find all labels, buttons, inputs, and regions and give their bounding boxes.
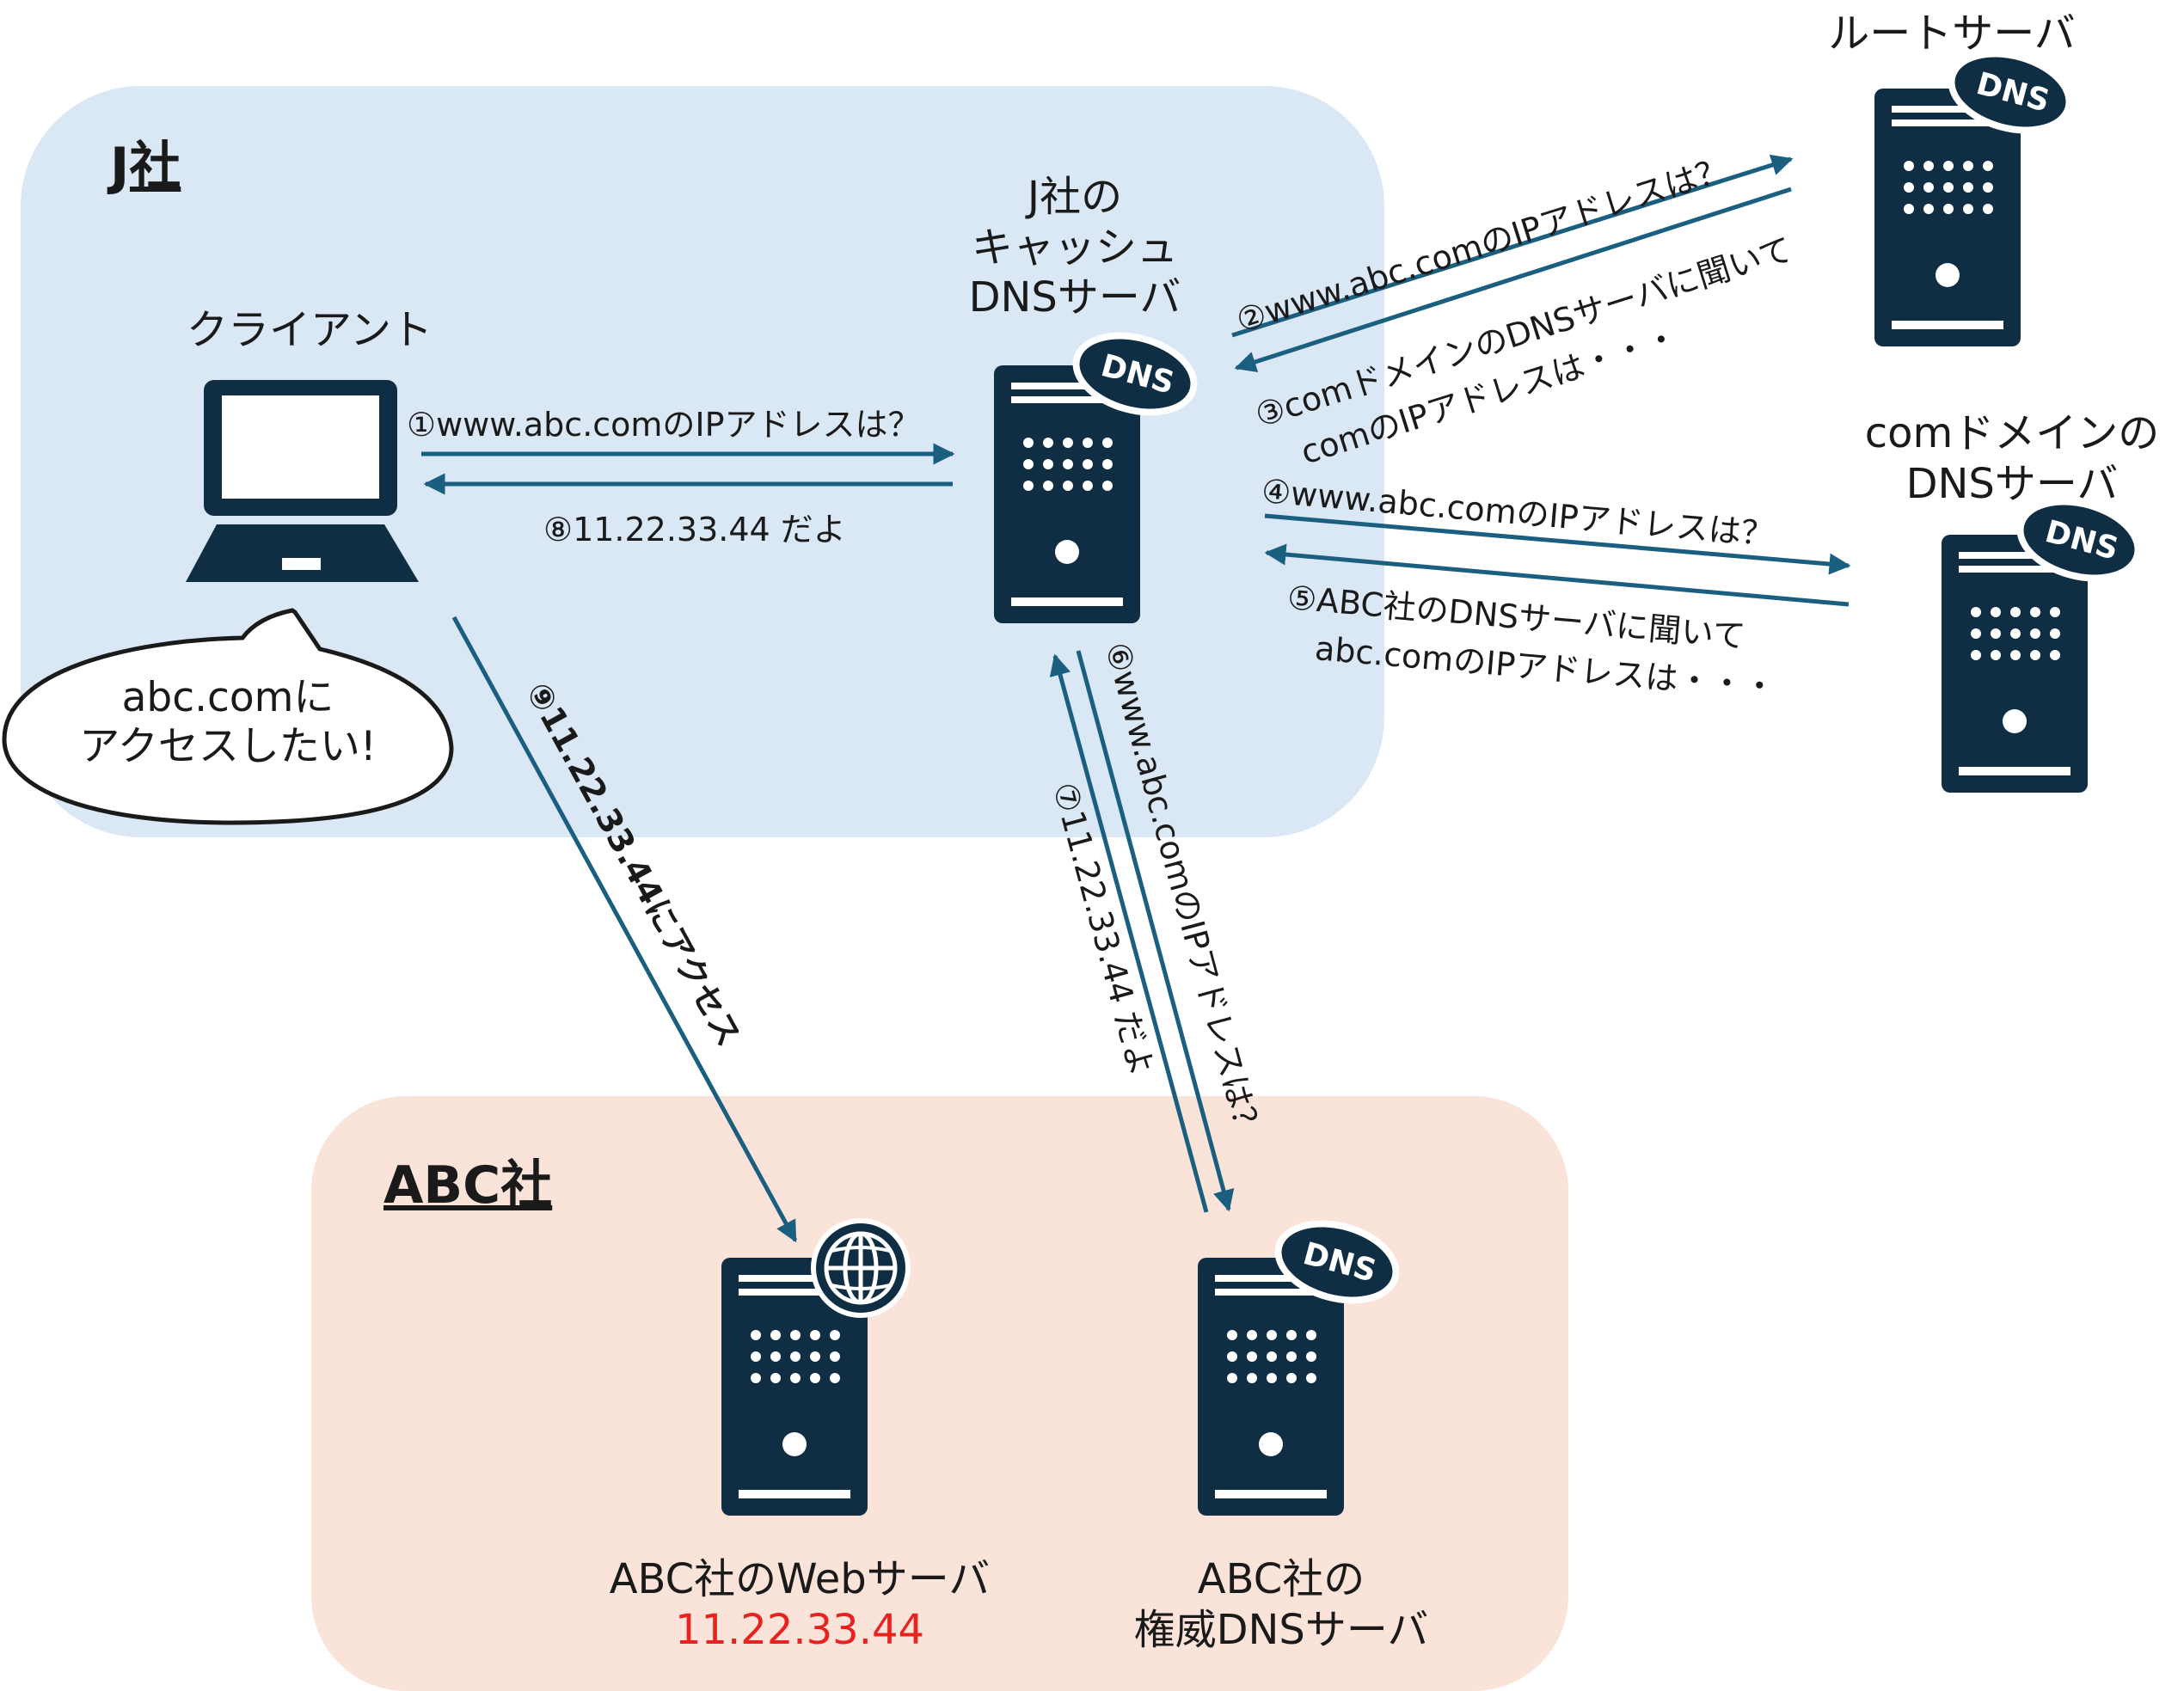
com-dns-label: comドメインの DNSサーバ [1840, 408, 2184, 509]
auth-dns-label-line2: 権威DNSサーバ [1133, 1605, 1429, 1654]
com-dns-label-line2: DNSサーバ [1905, 459, 2119, 508]
cache-dns-label-line1: J社の [1027, 173, 1123, 221]
arrow-4 [1264, 513, 1851, 575]
message-1: ①www.abc.comのIPアドレスは？ [407, 406, 921, 444]
speech-bubble-line2: アクセスしたい! [79, 723, 377, 771]
root-server-label: ルートサーバ [1828, 9, 2076, 58]
auth-dns-label: ABC社の 権威DNSサーバ [1083, 1554, 1479, 1655]
arrow-7 [1049, 653, 1209, 1213]
arrow-9 [451, 616, 798, 1243]
com-dns-label-line1: comドメインの [1864, 409, 2160, 457]
message-8: ⑧11.22.33.44 だよ [543, 511, 846, 548]
globe-icon [811, 1218, 911, 1318]
web-server-name: ABC社のWebサーバ [609, 1555, 991, 1603]
cache-dns-label: J社の キャッシュ DNSサーバ [954, 172, 1195, 323]
speech-bubble-line1: abc.comに [121, 674, 334, 721]
speech-bubble-shape [2, 608, 454, 825]
cache-dns-label-line2: キャッシュ [971, 223, 1178, 272]
j-company-title: J社 [110, 137, 181, 197]
web-server-ip: 11.22.33.44 [674, 1605, 925, 1654]
arrow-2 [1231, 154, 1794, 338]
arrow-3 [1234, 187, 1792, 372]
abc-company-title: ABC社 [383, 1155, 553, 1216]
speech-bubble-text: abc.comに アクセスしたい! [34, 673, 421, 772]
arrow-5 [1264, 543, 1850, 607]
arrow-6 [1076, 650, 1235, 1212]
web-server-label: ABC社のWebサーバ 11.22.33.44 [550, 1554, 1049, 1655]
laptop-icon [186, 380, 419, 582]
client-label: クライアント [186, 306, 433, 354]
cache-dns-label-line3: DNSサーバ [968, 273, 1181, 322]
auth-dns-label-line1: ABC社の [1197, 1555, 1365, 1603]
abc-company-zone [311, 1096, 1568, 1691]
